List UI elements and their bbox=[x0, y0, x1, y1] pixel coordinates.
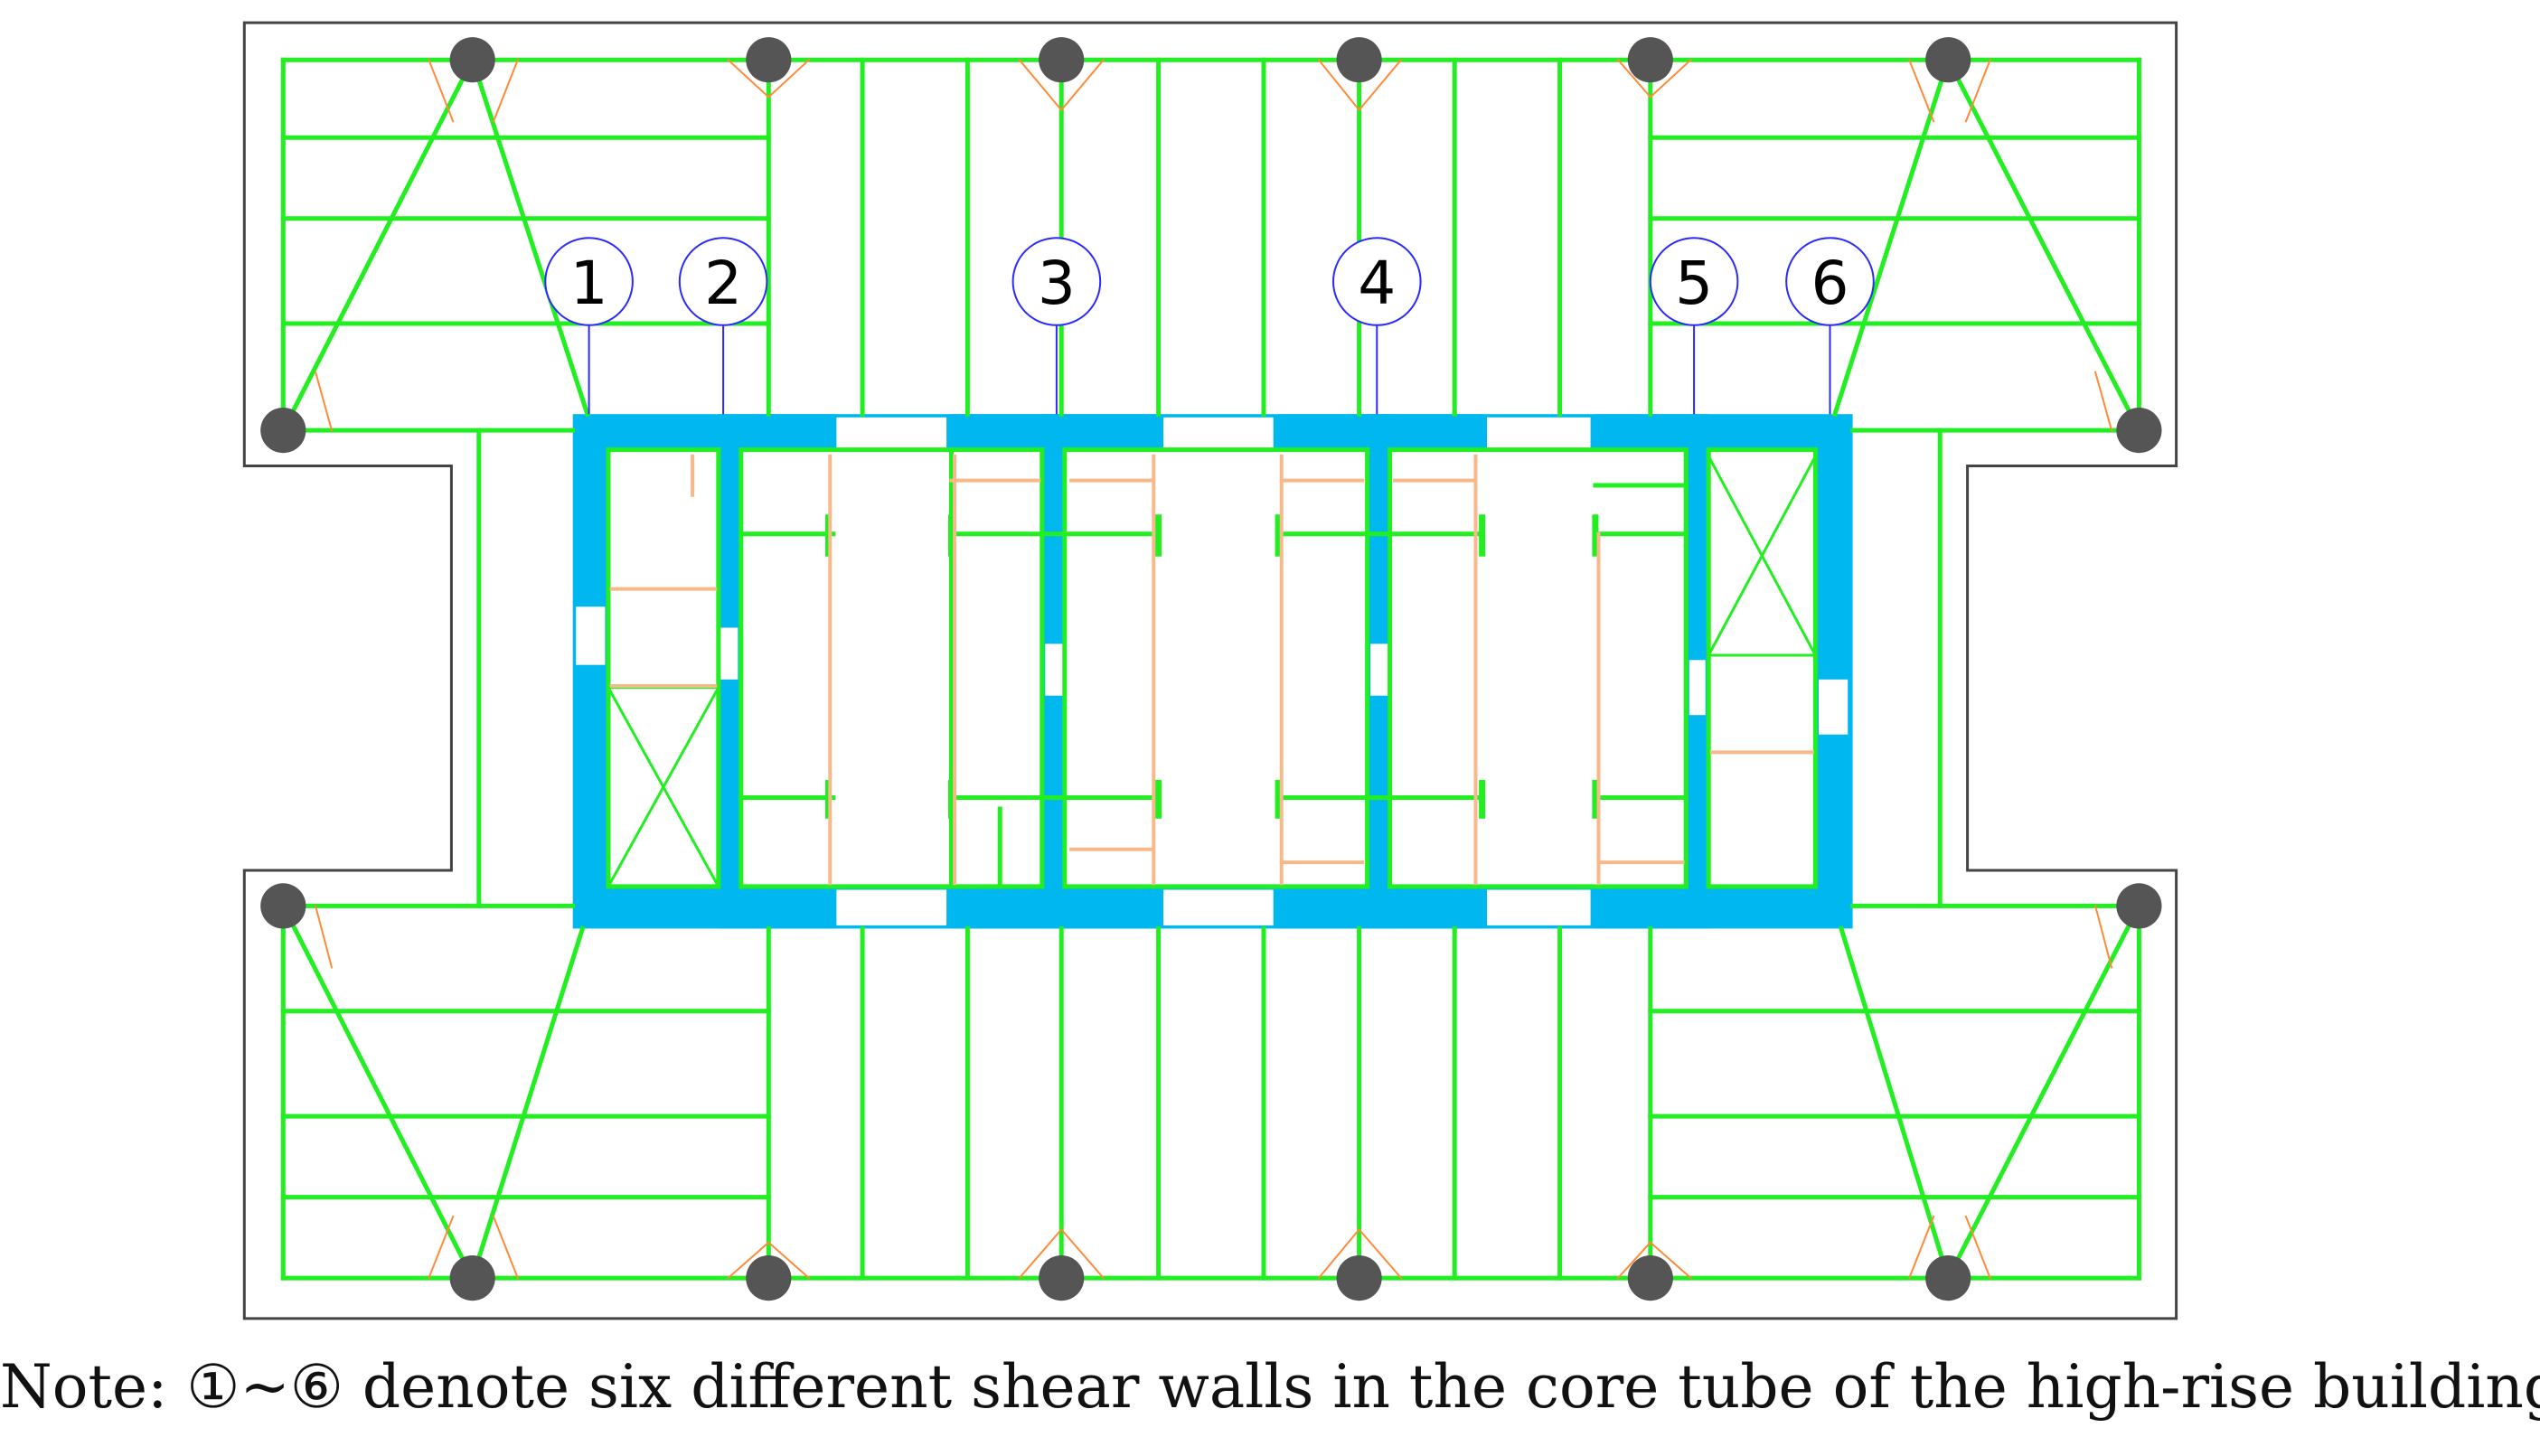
column-circle-icon-2 bbox=[1039, 37, 1085, 83]
beam-haunch-14 bbox=[314, 905, 334, 969]
beam-haunch-0 bbox=[428, 58, 455, 123]
beam-haunch-1 bbox=[492, 58, 520, 123]
wall-label-2: 2 bbox=[704, 249, 742, 318]
core-flange-6 bbox=[1278, 886, 1484, 929]
wall-opening-10 bbox=[1689, 660, 1706, 716]
callout-circle-1 bbox=[544, 237, 634, 326]
core-flange-7 bbox=[1595, 886, 1687, 929]
column-circle-icon-6 bbox=[260, 408, 306, 454]
column-circle-icon-10 bbox=[449, 1255, 495, 1301]
beam-haunch-13 bbox=[2093, 371, 2113, 432]
wall-opening-3 bbox=[836, 889, 947, 925]
callout-circle-3 bbox=[1011, 237, 1102, 326]
column-circle-icon-7 bbox=[2116, 408, 2162, 454]
callout-circle-6 bbox=[1785, 237, 1875, 326]
core-flange-4 bbox=[740, 886, 835, 929]
column-circle-icon-14 bbox=[1627, 1255, 1673, 1301]
wall-label-1: 1 bbox=[570, 249, 608, 318]
wall-opening-11 bbox=[1819, 679, 1849, 735]
elevator-shaft-cross-1 bbox=[606, 685, 720, 888]
beam-haunch-26 bbox=[1907, 1215, 1935, 1280]
beam-haunch-15 bbox=[2093, 905, 2113, 969]
beam-haunch-12 bbox=[314, 371, 334, 432]
wall-label-6: 6 bbox=[1811, 249, 1849, 318]
diagonal-brace-6 bbox=[1944, 903, 2142, 1282]
slab-edge bbox=[242, 21, 2178, 1320]
floor-plan-diagram: 1 2 3 4 5 6 bbox=[242, 21, 2178, 1320]
wall-opening-2 bbox=[1487, 417, 1591, 450]
wall-opening-7 bbox=[718, 627, 738, 680]
beam-haunch-6 bbox=[1317, 58, 1361, 112]
column-circle-icon-0 bbox=[449, 37, 495, 83]
diagonal-brace-2 bbox=[1944, 56, 2142, 434]
beam-haunch-3 bbox=[767, 58, 811, 99]
core-flange-2 bbox=[1278, 414, 1484, 450]
core-flange-1 bbox=[949, 414, 1159, 450]
slab-outline bbox=[242, 21, 2178, 1320]
core-flange-0 bbox=[740, 414, 835, 450]
wall-callouts: 1 2 3 4 5 6 bbox=[544, 237, 1875, 415]
secondary-beams bbox=[314, 58, 2113, 1280]
column-circle-icon-4 bbox=[1627, 37, 1673, 83]
wall-opening-5 bbox=[1487, 889, 1591, 925]
beam-haunch-4 bbox=[1018, 58, 1063, 112]
elevator-shaft-cross-3 bbox=[1707, 454, 1818, 658]
beam-haunch-7 bbox=[1358, 58, 1403, 112]
beam-haunch-21 bbox=[1059, 1227, 1105, 1280]
wall-opening-8 bbox=[1045, 643, 1065, 696]
beam-haunch-20 bbox=[1018, 1227, 1063, 1280]
diagonal-brace-7 bbox=[1838, 925, 1952, 1282]
beam-haunch-10 bbox=[1907, 58, 1935, 123]
column-circle-icon-13 bbox=[1336, 1255, 1382, 1301]
beam-haunch-5 bbox=[1059, 58, 1105, 112]
diagonal-brace-1 bbox=[469, 57, 590, 418]
wall-opening-6 bbox=[576, 606, 606, 665]
beam-haunch-8 bbox=[1616, 58, 1652, 99]
beam-haunch-11 bbox=[1964, 58, 1991, 123]
column-circle-icon-12 bbox=[1039, 1255, 1085, 1301]
column-circle-icon-1 bbox=[746, 37, 792, 83]
callout-circle-4 bbox=[1332, 237, 1422, 326]
wall-opening-0 bbox=[836, 417, 947, 450]
beam-haunch-24 bbox=[1616, 1241, 1652, 1280]
callout-circle-2 bbox=[678, 237, 768, 326]
wall-label-5: 5 bbox=[1675, 249, 1713, 318]
beam-haunch-23 bbox=[1358, 1227, 1403, 1280]
column-circle-icon-9 bbox=[2116, 883, 2162, 929]
beam-haunch-25 bbox=[1649, 1241, 1693, 1280]
diagonal-brace-5 bbox=[469, 925, 586, 1282]
beam-haunch-2 bbox=[727, 58, 770, 99]
beam-grid bbox=[279, 56, 2142, 1282]
column-circle-icon-8 bbox=[260, 883, 306, 929]
column-circle-icon-3 bbox=[1336, 37, 1382, 83]
beam-haunch-18 bbox=[727, 1241, 770, 1280]
core-tube bbox=[572, 414, 1853, 929]
core-interior bbox=[608, 449, 1816, 887]
beam-haunch-27 bbox=[1964, 1215, 1991, 1280]
wall-opening-1 bbox=[1163, 417, 1274, 450]
column-circle-icon-5 bbox=[1925, 37, 1971, 83]
diagonal-brace-3 bbox=[1831, 57, 1952, 418]
figure-note: Note: ①~⑥ denote six different shear wal… bbox=[0, 1352, 2540, 1422]
diagonal-brace-0 bbox=[279, 56, 476, 434]
wall-label-4: 4 bbox=[1358, 249, 1396, 318]
beam-haunch-22 bbox=[1317, 1227, 1361, 1280]
beam-haunch-9 bbox=[1649, 58, 1693, 99]
beam-haunch-16 bbox=[428, 1215, 455, 1280]
wall-opening-9 bbox=[1370, 643, 1390, 696]
core-flange-3 bbox=[1595, 414, 1687, 450]
beam-haunch-19 bbox=[767, 1241, 811, 1280]
wall-opening-4 bbox=[1163, 889, 1274, 925]
wall-label-3: 3 bbox=[1038, 249, 1076, 318]
column-circle-icon-15 bbox=[1925, 1255, 1971, 1301]
diagonal-brace-4 bbox=[279, 903, 476, 1282]
beam-haunch-17 bbox=[492, 1215, 520, 1280]
column-circle-icon-11 bbox=[746, 1255, 792, 1301]
perimeter-columns bbox=[260, 37, 2162, 1301]
core-flange-5 bbox=[949, 886, 1159, 929]
callout-circle-5 bbox=[1649, 237, 1739, 326]
